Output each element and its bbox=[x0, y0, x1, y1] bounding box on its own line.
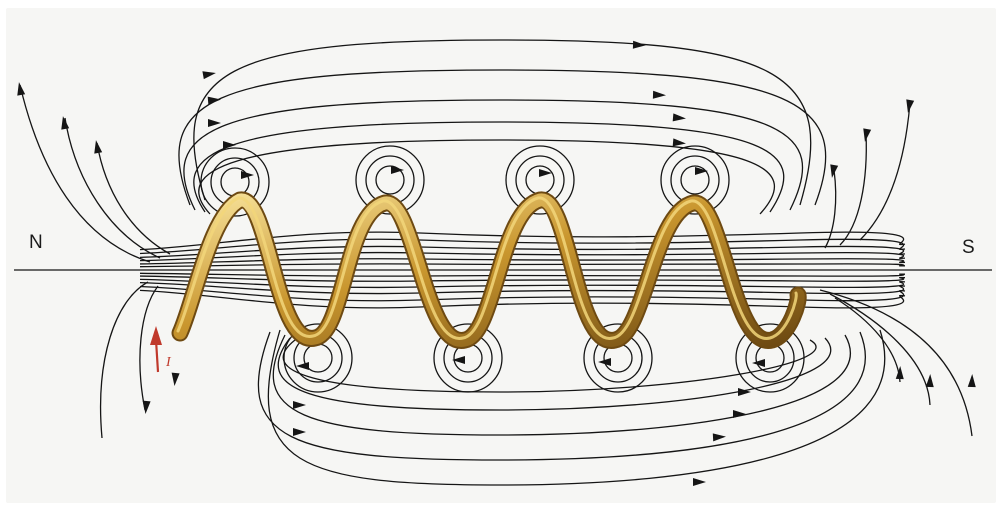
current-arrow-icon bbox=[154, 339, 160, 373]
field-arrow-icon bbox=[17, 82, 26, 96]
south-pole-label: S bbox=[962, 237, 975, 258]
field-arrow-icon bbox=[142, 400, 151, 414]
field-arrow-icon bbox=[207, 96, 221, 105]
end-flare-field-line bbox=[819, 289, 973, 437]
end-flare-field-lines bbox=[19, 84, 973, 439]
exterior-field-loop bbox=[193, 121, 785, 213]
field-arrow-icon bbox=[693, 478, 706, 486]
end-flare-field-line bbox=[99, 281, 149, 439]
field-arrow-icon bbox=[672, 138, 686, 147]
exterior-field-loop bbox=[183, 99, 804, 211]
field-arrow-icon bbox=[695, 167, 708, 175]
interior-field-line bbox=[139, 272, 906, 277]
field-arrow-icon bbox=[293, 428, 306, 436]
field-arrow-icon bbox=[895, 366, 904, 380]
exterior-field-loop bbox=[193, 39, 812, 206]
field-arrow-icon bbox=[296, 362, 309, 370]
field-arrow-icon bbox=[241, 171, 254, 179]
field-arrow-icon bbox=[752, 359, 765, 367]
field-arrow-icon bbox=[830, 164, 839, 178]
wire-field-circle bbox=[200, 147, 270, 217]
wire-field-circle bbox=[660, 145, 730, 215]
exterior-field-loop bbox=[198, 139, 775, 215]
interior-field-line bbox=[139, 263, 906, 268]
wire-field-circle bbox=[583, 323, 653, 393]
field-arrow-icon bbox=[733, 410, 746, 418]
interior-field-line bbox=[139, 258, 906, 265]
coil-wire-highlight bbox=[176, 196, 798, 340]
field-arrow-icon bbox=[738, 388, 751, 396]
wire-field-circle bbox=[680, 165, 710, 195]
field-arrow-icon bbox=[208, 119, 221, 127]
end-flare-field-line bbox=[139, 285, 159, 411]
field-arrow-icon bbox=[452, 356, 465, 364]
field-arrow-icon bbox=[712, 433, 726, 442]
wire-field-circle bbox=[375, 165, 405, 195]
end-flare-field-line bbox=[19, 84, 151, 263]
field-arrow-icon bbox=[632, 40, 646, 49]
field-arrow-icon bbox=[598, 358, 611, 366]
interior-field-line bbox=[139, 275, 906, 282]
field-arrow-icon bbox=[293, 401, 306, 409]
end-flare-field-line bbox=[859, 102, 911, 241]
field-arrow-icon bbox=[202, 71, 216, 80]
end-flare-field-line bbox=[824, 169, 837, 249]
field-arrow-icon bbox=[61, 116, 70, 130]
north-pole-label: N bbox=[29, 232, 43, 253]
interior-field-line bbox=[139, 289, 906, 309]
field-arrow-icon bbox=[539, 169, 552, 177]
exterior-field-loop bbox=[267, 329, 886, 486]
field-arrow-icon bbox=[391, 166, 404, 174]
end-flare-field-line bbox=[96, 142, 171, 255]
end-flare-field-line bbox=[829, 293, 931, 406]
wire-field-circle bbox=[355, 145, 425, 215]
wire-field-circle bbox=[505, 145, 575, 215]
field-arrow-icon bbox=[672, 113, 686, 122]
current-arrowhead-icon bbox=[150, 326, 162, 345]
end-flare-field-line bbox=[839, 132, 867, 246]
end-flare-field-line bbox=[64, 117, 161, 259]
field-arrow-icon bbox=[94, 140, 103, 154]
field-arrow-icon bbox=[652, 90, 666, 99]
exterior-field-loops bbox=[178, 39, 886, 486]
field-arrow-icon bbox=[863, 128, 872, 142]
wire-circular-field-lines bbox=[200, 145, 805, 393]
field-arrow-icon bbox=[171, 372, 180, 386]
exterior-field-loop bbox=[277, 337, 832, 411]
field-arrow-icon bbox=[223, 141, 236, 149]
exterior-field-loop bbox=[272, 334, 852, 436]
field-arrow-icon bbox=[925, 374, 934, 388]
current-direction-indicator: I bbox=[150, 326, 172, 373]
field-arrow-icon bbox=[967, 374, 976, 388]
field-direction-arrows bbox=[17, 40, 976, 486]
current-label: I bbox=[165, 355, 172, 370]
wire-field-circle bbox=[283, 323, 353, 393]
wire-field-circle bbox=[735, 323, 805, 393]
solenoid-coil bbox=[171, 191, 807, 349]
exterior-field-loop bbox=[178, 69, 827, 206]
wire-field-circle bbox=[433, 323, 503, 393]
exterior-field-loop bbox=[282, 339, 817, 393]
exterior-field-loop bbox=[257, 331, 867, 461]
field-arrow-icon bbox=[906, 99, 915, 113]
